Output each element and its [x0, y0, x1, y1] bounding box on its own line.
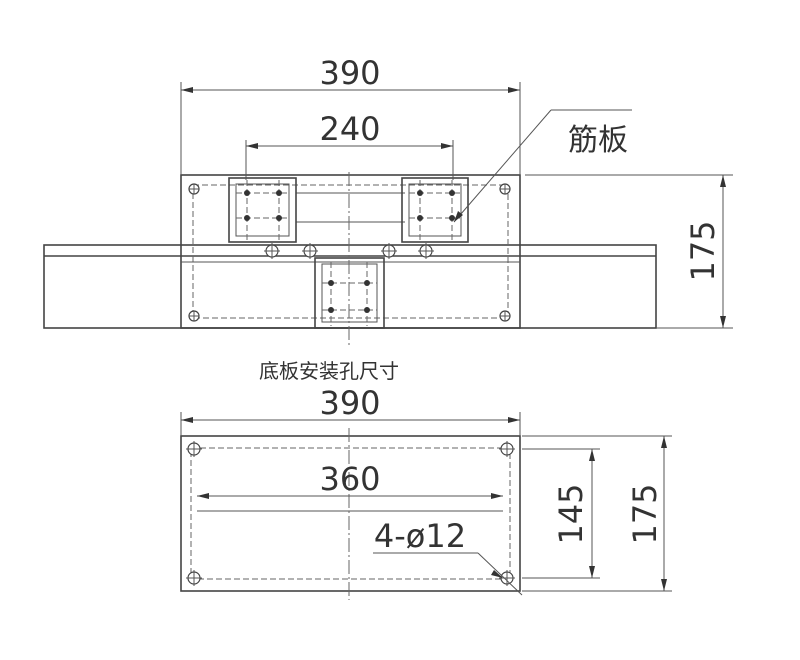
base-dim-175-label: 175: [626, 483, 664, 544]
base-plate: [180, 435, 521, 592]
base-mounting-holes: [186, 441, 515, 586]
front-corner-holes: [188, 183, 511, 322]
center-bottom-bracket: [314, 257, 385, 329]
front-dim-390-label: 390: [319, 54, 380, 92]
base-dim-360: [197, 493, 503, 499]
rib-leader: [453, 109, 632, 223]
base-dim-390-label: 390: [319, 384, 380, 422]
base-plate-view-title: 底板安装孔尺寸: [259, 359, 399, 383]
front-dim-240: [245, 140, 454, 180]
rib-label: 筋板: [568, 123, 628, 158]
front-dim-240-label: 240: [319, 110, 380, 148]
front-dim-390: [180, 82, 521, 175]
base-dim-360-label: 360: [319, 460, 380, 498]
front-view: 390 240 175 筋板: [43, 54, 733, 345]
main-block: [180, 174, 521, 329]
front-dim-175-label: 175: [684, 220, 722, 281]
rail-holes: [264, 243, 434, 259]
hole-callout-leader: [373, 552, 523, 596]
base-dim-145: [522, 448, 600, 579]
base-dim-390: [180, 412, 521, 436]
right-rib-bracket: [401, 177, 469, 243]
left-rib-bracket: [228, 177, 297, 243]
hole-callout-label: 4-ø12: [374, 517, 466, 555]
base-dim-145-label: 145: [552, 483, 590, 544]
base-plate-view: 390 360 145 175: [180, 384, 672, 600]
front-dim-175: [525, 174, 733, 329]
base-dim-175: [522, 435, 672, 592]
